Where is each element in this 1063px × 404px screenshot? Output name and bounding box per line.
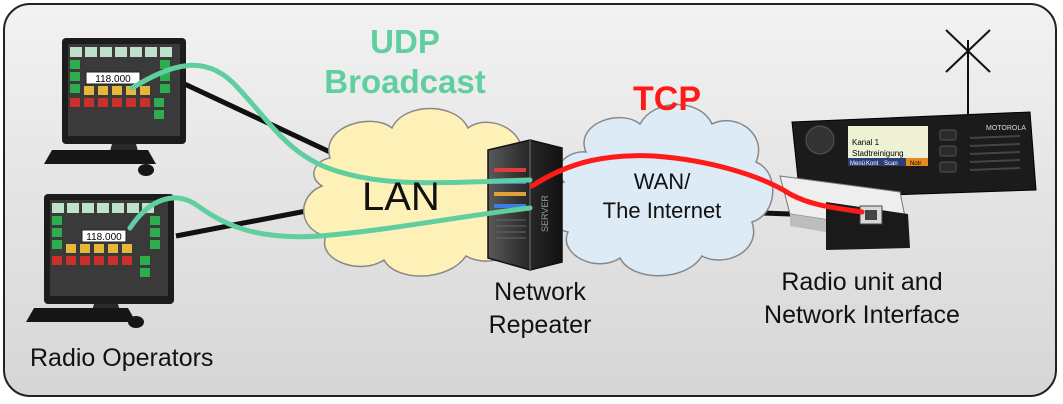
repeater-label-line2: Repeater xyxy=(488,311,592,340)
radio-display-line2: Stadtreinigung xyxy=(852,149,904,158)
radio-unit: Kanal 1 Stadtreinigung Menü Kont Scan No… xyxy=(791,29,1037,199)
radio-softkey-3: Notr xyxy=(910,161,921,167)
network-interface-box xyxy=(779,175,910,250)
radio-brand: MOTOROLA xyxy=(986,125,1026,132)
radio-softkey-0: Menü xyxy=(850,161,865,167)
wan-label-line1: WAN/ xyxy=(633,169,691,194)
operator-computer-top: 118.000 xyxy=(44,38,186,176)
tcp-link xyxy=(529,153,865,215)
radio-unit-label: Radio unit and Network Interface xyxy=(722,266,1002,333)
frequency-readout-top: 118.000 xyxy=(95,74,131,85)
ethernet-port-icon xyxy=(865,210,877,220)
radio-softkey-1: Kont xyxy=(866,161,879,167)
radio-volume-knob xyxy=(805,125,835,155)
lan-label: LAN xyxy=(362,175,440,219)
udp-link-bottom xyxy=(127,195,533,240)
repeater-label-line1: Network xyxy=(494,278,586,306)
operator-computer-bottom: 118.000 xyxy=(26,194,174,328)
udp-label-line1: UDP xyxy=(370,23,440,60)
network-repeater-label: Network Repeater xyxy=(455,276,625,343)
radio-softkey-2: Scan xyxy=(884,161,898,167)
server-icon: SERVER xyxy=(487,139,563,271)
udp-link-top xyxy=(129,62,533,186)
tcp-label: TCP xyxy=(633,80,701,118)
server-label: SERVER xyxy=(540,195,550,232)
radio-operators-label: Radio Operators xyxy=(30,344,214,372)
cable-bottom-pc-to-lan xyxy=(175,205,323,239)
wan-label: WAN/ The Internet xyxy=(582,168,742,225)
frequency-readout-bottom: 118.000 xyxy=(86,232,122,243)
radio-label-line1: Radio unit and xyxy=(781,268,943,296)
udp-label-line2: Broadcast xyxy=(324,63,486,101)
cable-top-pc-to-lan xyxy=(174,77,332,155)
radio-label-line2: Network Interface xyxy=(764,301,960,330)
wan-label-line2: The Internet xyxy=(602,197,722,223)
radio-display-line1: Kanal 1 xyxy=(852,138,880,147)
udp-broadcast-label: UDP Broadcast xyxy=(300,22,510,103)
